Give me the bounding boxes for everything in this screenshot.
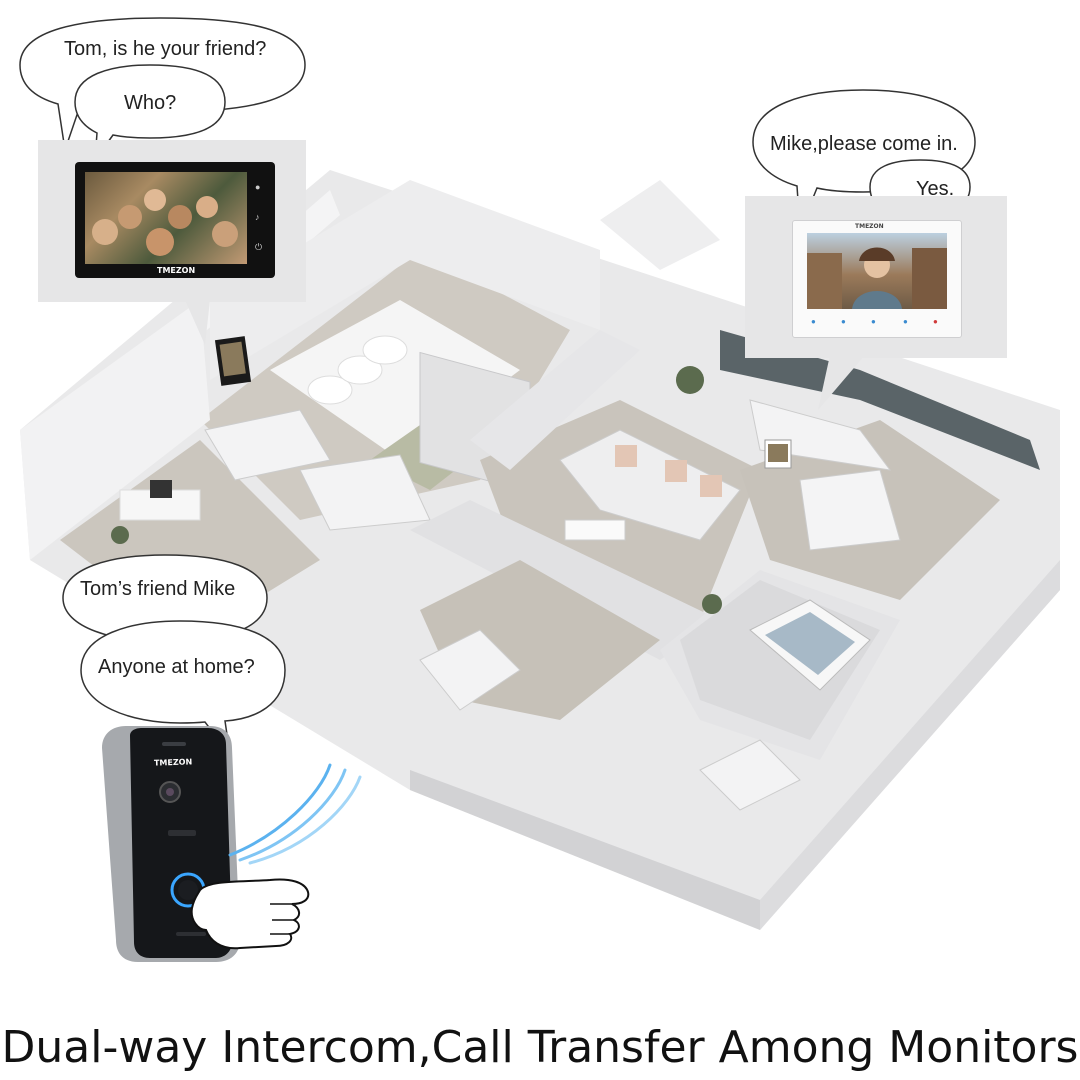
bubble-text: Mike,please come in.	[770, 133, 958, 155]
wall-monitor-screen	[219, 341, 246, 377]
monitor-icon: ⏻	[255, 242, 263, 252]
plant	[676, 366, 704, 394]
study-wall	[20, 300, 210, 560]
signal-waves-icon	[228, 763, 362, 865]
monitor-screen	[85, 172, 247, 264]
monitor-button-icon: ●	[903, 317, 908, 326]
pillow	[337, 355, 383, 385]
brand-logo: TMEZON	[153, 757, 193, 768]
closet	[699, 739, 801, 811]
bubble-text: Who?	[124, 92, 177, 114]
monitor-button-icon: ●	[871, 317, 876, 326]
desk-monitor	[150, 480, 172, 498]
bathtub-water	[765, 612, 855, 675]
speech-bubble-top-left-inner	[74, 64, 226, 163]
monitor-button-icon: ●	[811, 317, 816, 326]
bedroom-back-wall	[210, 180, 600, 380]
plant	[702, 594, 722, 614]
sofa	[559, 429, 741, 541]
speech-bubble-bottom-left-inner	[80, 620, 286, 756]
coffee-table	[564, 519, 626, 541]
cushion	[700, 475, 722, 497]
monitor-icon: ♪	[255, 212, 260, 222]
monitor-button-row: ● ● ● ● ●	[807, 317, 947, 329]
monitor-button-icon: ●	[841, 317, 846, 326]
house-outer-wall-front	[410, 770, 760, 930]
bubble-text: Tom, is he your friend?	[64, 38, 267, 60]
brand-logo: TMEZON	[157, 266, 196, 275]
bubble-text: Tom’s friend Mike	[80, 578, 236, 600]
bed	[270, 300, 520, 460]
callout-pointer	[185, 300, 210, 345]
kitchen-island	[799, 469, 901, 551]
hand-press-icon	[190, 878, 310, 950]
house-outer-wall-right	[760, 560, 1060, 930]
interior-wall	[410, 500, 720, 660]
cushion	[615, 445, 637, 467]
monitor-white: TMEZON ● ● ● ● ●	[792, 220, 962, 338]
kitchen-monitor-screen	[768, 444, 788, 462]
visitor-photo	[807, 247, 947, 309]
brand-logo: TMEZON	[855, 223, 884, 230]
kitchen-glass-wall	[720, 330, 1040, 470]
bubble-text: Anyone at home?	[98, 656, 255, 678]
group-selfie-photo	[92, 189, 238, 256]
callout-pointer	[818, 355, 865, 410]
plant	[111, 526, 129, 544]
cushion	[665, 460, 687, 482]
monitor-black: ● ♪ ⏻ TMEZON	[75, 162, 275, 278]
caption-title: Dual-way Intercom,Call Transfer Among Mo…	[1, 1022, 1079, 1073]
closet	[419, 629, 521, 711]
interior-wall	[600, 180, 720, 270]
interior-wall	[470, 330, 640, 470]
pillow	[362, 335, 408, 365]
monitor-icon: ●	[255, 182, 261, 192]
bubble-text: Yes.	[916, 178, 955, 200]
monitor-button-icon: ●	[933, 317, 938, 326]
wardrobe	[204, 409, 331, 481]
pillow	[307, 375, 353, 405]
monitor-screen	[807, 233, 947, 309]
